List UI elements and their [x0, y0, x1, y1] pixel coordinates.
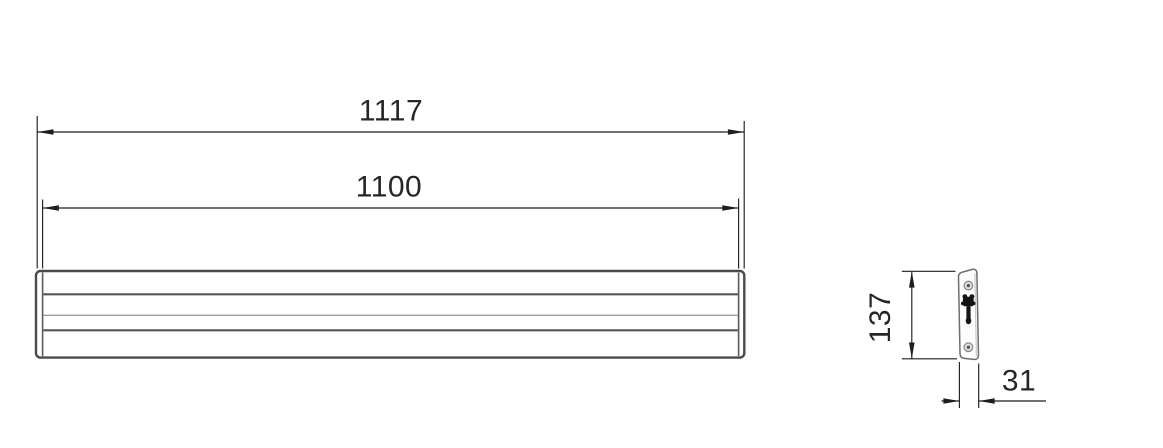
screw-hole-bottom-icon [963, 342, 974, 353]
arrowhead-up-icon [909, 271, 915, 288]
arrowhead-right-icon [722, 205, 739, 211]
front-view-outline [34, 269, 746, 359]
arrowhead-left-icon [37, 129, 54, 135]
arrowhead-right-icon [943, 398, 960, 404]
arrowhead-down-icon [909, 342, 915, 359]
dimension-label-outer-width: 1117 [359, 95, 423, 128]
side-view [957, 268, 980, 361]
mounting-bracket-icon [961, 294, 976, 325]
dimension-side-height: 137 [864, 270, 957, 360]
arrowhead-left-icon [978, 398, 995, 404]
dimension-outer-width: 1117 [36, 95, 745, 269]
arrowhead-right-icon [727, 129, 745, 135]
dimension-side-width: 31 [941, 362, 1046, 408]
dimension-label-side-height: 137 [864, 292, 897, 344]
dimension-inner-width: 1100 [42, 171, 740, 269]
dimension-label-inner-width: 1100 [356, 171, 423, 204]
screw-hole-dot [966, 283, 971, 288]
arrowhead-left-icon [42, 205, 59, 211]
screw-hole-top-icon [963, 280, 974, 291]
dimension-label-side-width: 31 [1002, 365, 1036, 398]
screw-hole-dot [966, 345, 971, 349]
side-view-edge-shade [974, 273, 977, 357]
front-view [34, 269, 746, 359]
